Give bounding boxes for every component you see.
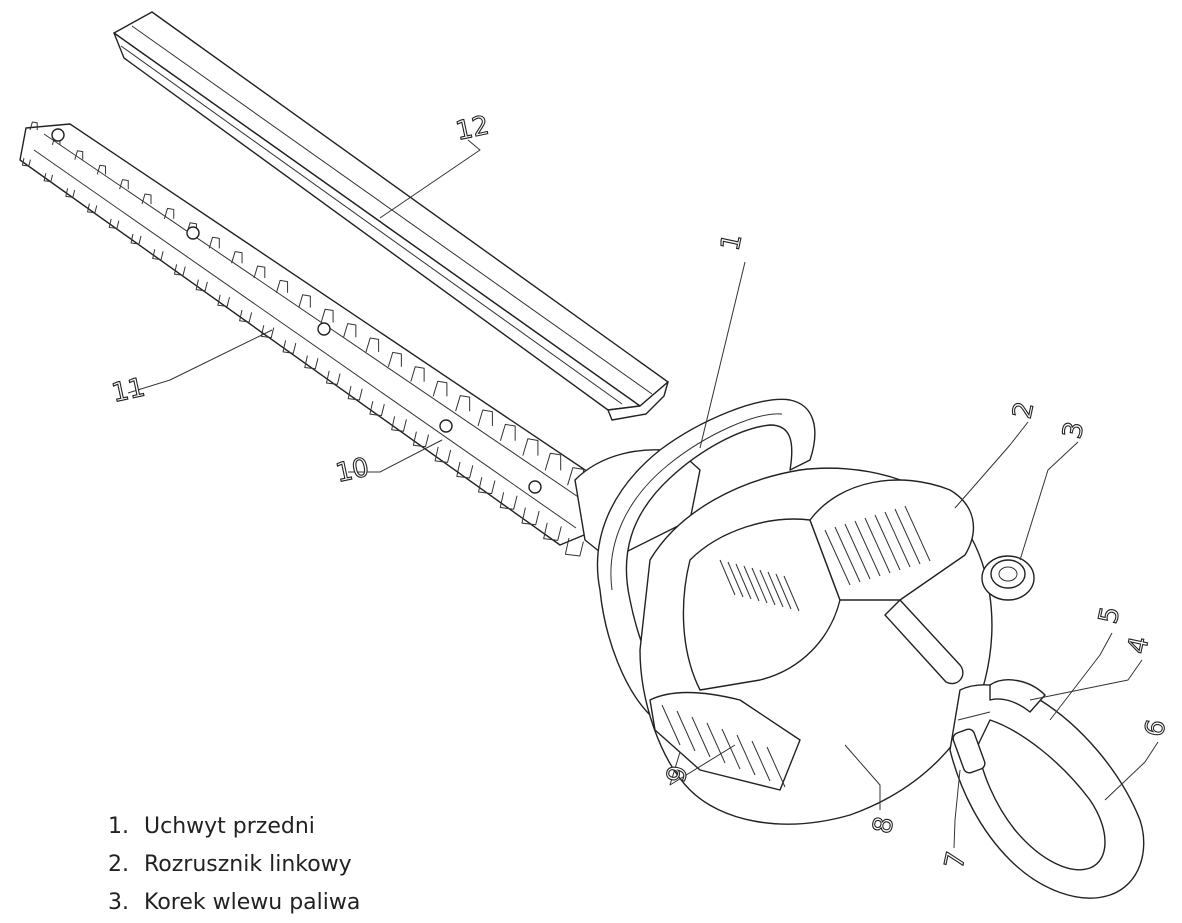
legend-item: 1. Uchwyt przedni	[108, 808, 360, 846]
legend-item: 3. Korek wlewu paliwa	[108, 884, 360, 922]
callout-4: 4	[1123, 634, 1156, 656]
parts-legend: 1. Uchwyt przedni 2. Rozrusznik linkowy 3.…	[108, 808, 360, 922]
callout-1: 1	[716, 231, 749, 253]
legend-number: 1.	[108, 814, 129, 839]
legend-item: 2. Rozrusznik linkowy	[108, 846, 360, 884]
legend-label: Korek wlewu paliwa	[144, 890, 361, 915]
part-engine-body	[574, 398, 1145, 899]
callout-7: 7	[940, 849, 973, 871]
callout-6: 6	[1140, 717, 1173, 739]
callout-12: 12	[453, 111, 492, 147]
legend-number: 3.	[108, 890, 129, 915]
callout-3: 3	[1058, 419, 1091, 441]
callout-10: 10	[333, 453, 372, 489]
callout-11: 11	[109, 373, 148, 409]
callout-5: 5	[1094, 604, 1127, 626]
legend-label: Uchwyt przedni	[144, 814, 315, 839]
legend-label: Rozrusznik linkowy	[144, 852, 352, 877]
callout-leaders	[127, 139, 1159, 849]
callout-9: 9	[662, 763, 695, 785]
legend-number: 2.	[108, 852, 129, 877]
callout-8: 8	[868, 814, 901, 836]
part-cutting-blade	[19, 121, 607, 557]
callout-2: 2	[1008, 399, 1041, 421]
